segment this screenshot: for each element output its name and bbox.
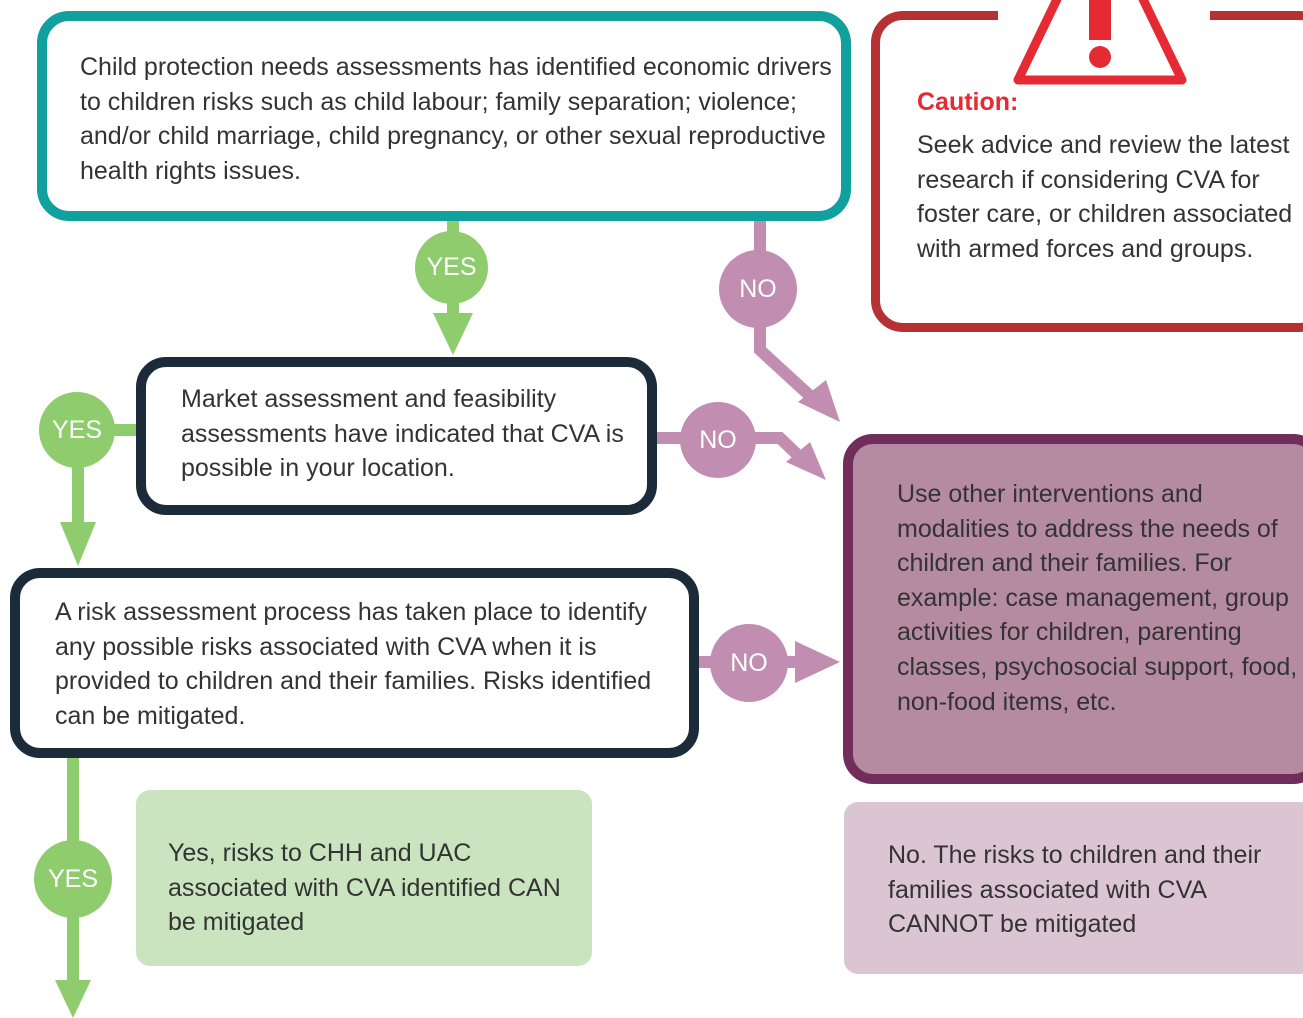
yes-outcome-text: Yes, risks to CHH and UAC associated wit…: [168, 839, 561, 937]
yes-badge-1: YES: [415, 231, 488, 304]
no-arrowhead-q3: [795, 641, 840, 683]
decision-text-cp-needs: Child protection needs assessments has i…: [80, 53, 832, 185]
decision-box-cp-needs: [37, 11, 851, 221]
caution-title: Caution:: [917, 88, 1019, 116]
yes-arrowhead-bottom: [55, 980, 91, 1018]
no-arrowhead-q2: [786, 442, 826, 480]
yes-arrowhead-q3: [60, 522, 96, 566]
decision-box-market-assessment: [136, 357, 657, 515]
yes-badge-2: YES: [39, 392, 115, 468]
no-badge-2: NO: [680, 402, 756, 478]
yes-outcome-box: [136, 790, 592, 966]
no-badge-1: NO: [719, 250, 797, 328]
decision-text-market-assessment: Market assessment and feasibility assess…: [181, 385, 624, 483]
caution-text: Seek advice and review the latest resear…: [917, 131, 1293, 263]
decision-text-risk-assessment: A risk assessment process has taken plac…: [55, 598, 652, 730]
no-outcome-text: No. The risks to children and their fami…: [888, 841, 1262, 939]
caution-box: [871, 11, 1303, 332]
warning-triangle-icon: [1013, 0, 1187, 85]
yes-badge-3: YES: [34, 840, 112, 918]
no-outcome-box: [844, 802, 1303, 974]
no-badge-3: NO: [710, 624, 788, 702]
yes-arrowhead-q2: [433, 313, 473, 355]
alternative-interventions-box: [843, 434, 1303, 784]
alternative-interventions-text: Use other interventions and modalities t…: [897, 480, 1298, 716]
no-arrowhead-q1: [798, 380, 840, 422]
decision-box-risk-assessment: [10, 568, 699, 758]
